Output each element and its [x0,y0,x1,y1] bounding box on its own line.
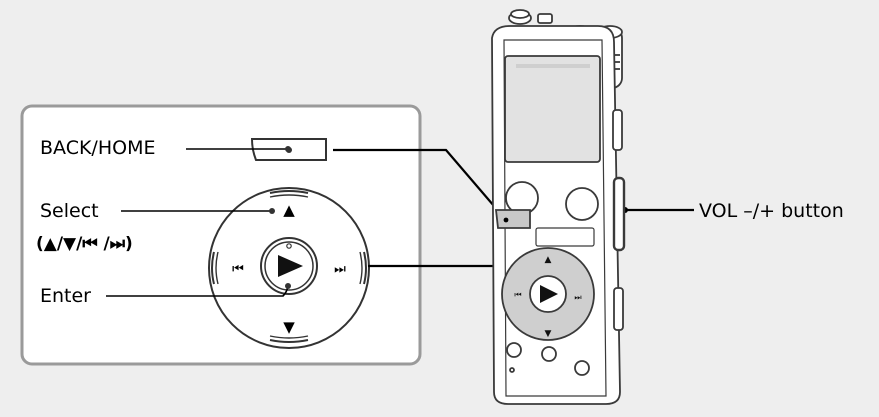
back-home-label: BACK/HOME [40,137,155,159]
dpad-up-icon: ▲ [283,201,295,219]
dpad-next-icon: ⏭ [334,262,346,277]
vol-button-label: VOL –/+ button [699,200,844,222]
device-down-icon: ▼ [545,329,552,339]
device-next-icon: ⏭ [574,293,581,302]
device-back-home-highlight [494,209,531,229]
select-symbols-label: (▲/▼/⏮ /⏭) [36,234,133,254]
recorder-device: ▲ ▼ ⏮ ⏭ [491,9,626,405]
dpad-prev-icon: ⏮ [232,262,244,277]
device-screen [504,55,601,163]
play-icon [278,255,303,277]
device-dpad-highlight: ▲ ▼ ⏮ ⏭ [501,247,595,341]
enter-button [260,237,318,295]
dpad-control: ▲ ▼ ⏮ ⏭ [208,187,370,349]
callout-lines [106,146,291,297]
control-panel: ▲ ▼ ⏮ ⏭ BACK/HOME Select (▲/▼/⏮ /⏭) Ent [20,104,422,366]
device-prev-icon: ⏮ [514,290,521,299]
select-label: Select [40,200,99,222]
device-up-icon: ▲ [545,255,552,265]
enter-label: Enter [40,285,91,307]
dpad-down-icon: ▼ [283,318,295,336]
